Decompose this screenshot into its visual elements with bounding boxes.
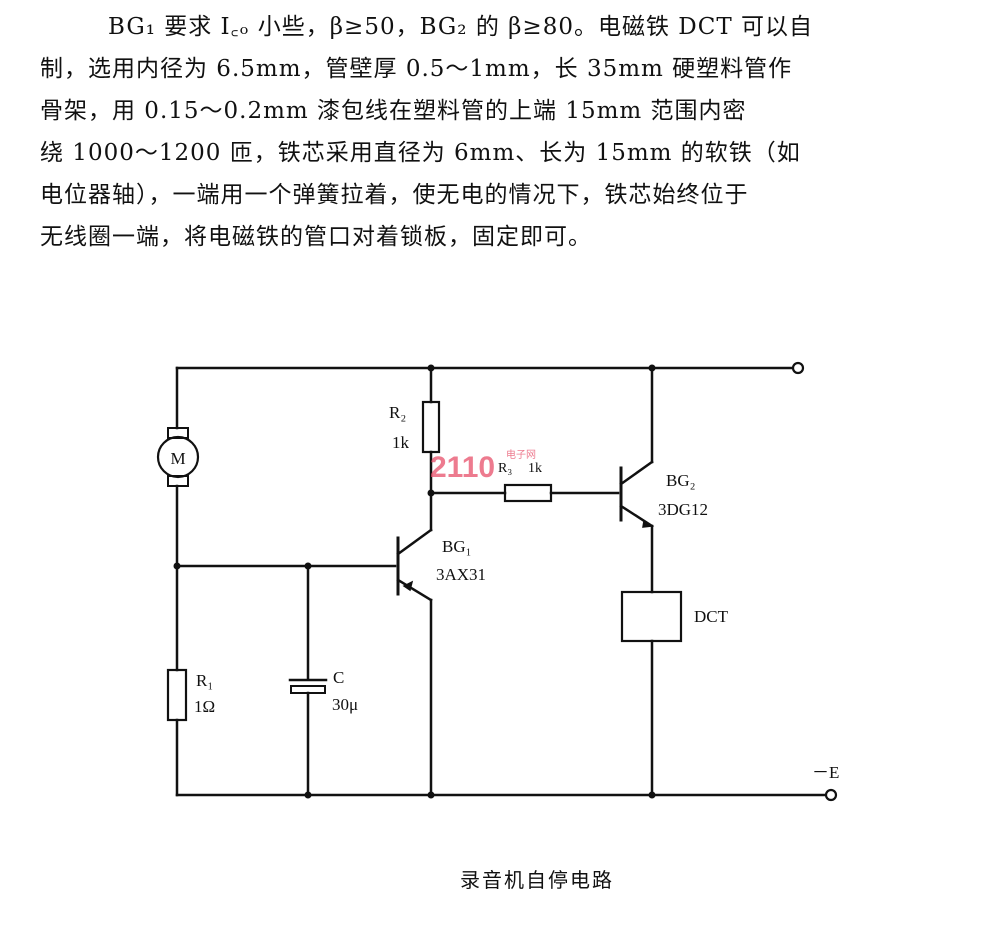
r2-branch: R₂ 1k bbox=[389, 364, 441, 532]
r3-value: 1k bbox=[528, 461, 542, 476]
junction-dot bbox=[648, 791, 656, 799]
junction-dot bbox=[304, 791, 312, 799]
top-rail bbox=[175, 361, 805, 375]
transistor-bg1: BG₁ 3AX31 bbox=[396, 528, 486, 799]
resistor-r2 bbox=[421, 400, 441, 454]
bg2-model: 3DG12 bbox=[658, 500, 708, 519]
bg1-model: 3AX31 bbox=[436, 565, 486, 584]
r2-value: 1k bbox=[392, 433, 410, 452]
junction-dot bbox=[427, 791, 435, 799]
text-line: 无线圈一端，将电磁铁的管口对着锁板，固定即可。 bbox=[40, 224, 592, 250]
text-line: BG₁ 要求 I꜀ₒ 小些，β≥50，BG₂ 的 β≥80。电磁铁 DCT 可以… bbox=[108, 14, 813, 40]
r1-value: 1Ω bbox=[194, 697, 215, 716]
text-line: 绕 1000～1200 匝，铁芯采用直径为 6mm、长为 15mm 的软铁（如 bbox=[40, 140, 801, 166]
transistor-bg2: BG₂ 3DG12 bbox=[619, 364, 708, 594]
motor-label: M bbox=[170, 449, 185, 468]
text-line: 骨架，用 0.15～0.2mm 漆包线在塑料管的上端 15mm 范围内密 bbox=[40, 98, 747, 124]
r1-name: R₁ bbox=[196, 671, 213, 690]
positive-terminal bbox=[791, 361, 805, 375]
negative-supply-label: －E bbox=[812, 763, 839, 782]
text-line: 制，选用内径为 6.5mm，管壁厚 0.5～1mm，长 35mm 硬塑料管作 bbox=[40, 56, 793, 82]
watermark-caption: 电子网 bbox=[506, 448, 536, 461]
watermark-logo: 2110 bbox=[430, 451, 495, 484]
description-paragraph: BG₁ 要求 I꜀ₒ 小些，β≥50，BG₂ 的 β≥80。电磁铁 DCT 可以… bbox=[40, 6, 980, 258]
r3-name: R₃ bbox=[498, 461, 512, 476]
text-line: 电位器轴），一端用一个弹簧拉着，使无电的情况下，铁芯始终位于 bbox=[40, 182, 749, 208]
capacitor-value: 30μ bbox=[332, 695, 358, 714]
capacitor-name: C bbox=[333, 668, 344, 687]
dct-coil: DCT bbox=[620, 590, 729, 799]
base-line bbox=[175, 562, 397, 570]
bg1-name: BG₁ bbox=[442, 537, 472, 556]
left-branch: M R₁ 1Ω bbox=[156, 366, 215, 797]
capacitor-c: C 30μ bbox=[288, 564, 358, 797]
resistor-r3 bbox=[503, 483, 553, 503]
electromagnet-dct bbox=[620, 590, 683, 643]
dct-label: DCT bbox=[694, 607, 729, 626]
r2-name: R₂ bbox=[389, 403, 406, 422]
r3-branch: R₃ 1k bbox=[429, 461, 620, 503]
negative-terminal bbox=[824, 788, 838, 802]
bg2-name: BG₂ bbox=[666, 471, 696, 490]
resistor-r1 bbox=[166, 668, 188, 722]
bottom-rail: －E bbox=[175, 763, 839, 802]
figure-caption: 录音机自停电路 bbox=[460, 868, 614, 892]
watermark: 2110 电子网 bbox=[430, 448, 536, 484]
